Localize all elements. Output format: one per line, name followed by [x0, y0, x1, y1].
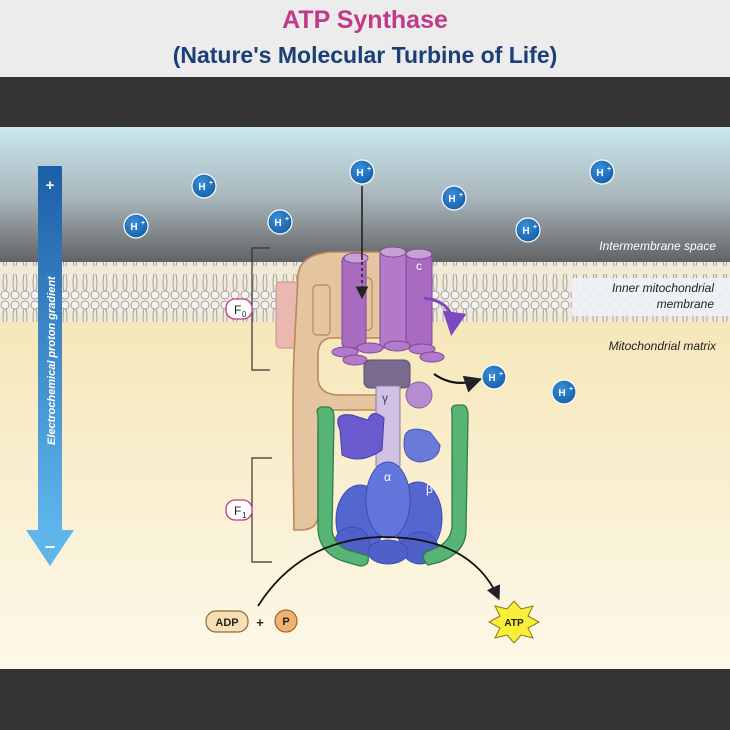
proton-symbol: H	[558, 388, 565, 399]
proton-ion: H+	[551, 379, 577, 405]
gradient-minus: −	[45, 537, 56, 557]
gradient-plus: +	[46, 177, 55, 194]
alpha-label: α	[384, 470, 391, 484]
proton-symbol: H	[596, 168, 603, 179]
intermembrane-space-label: Intermembrane space	[599, 239, 716, 253]
inner-membrane-label-2: membrane	[657, 297, 715, 311]
beta-label: β	[426, 482, 433, 496]
f1-label: F	[234, 504, 241, 518]
matrix-label: Mitochondrial matrix	[609, 339, 717, 353]
proton-ion: H+	[589, 159, 615, 185]
f0-label: F	[234, 303, 241, 317]
proton-ion: H+	[123, 213, 149, 239]
adp-label: ADP	[215, 617, 238, 629]
green-arms	[316, 404, 469, 567]
proton-charge: +	[285, 216, 289, 223]
atp-label: ATP	[504, 618, 524, 629]
inner-membrane-label-1: Inner mitochondrial	[612, 281, 714, 295]
gamma-label: γ	[382, 391, 388, 405]
synthesis-arrow	[257, 536, 501, 607]
proton-charge: +	[533, 224, 537, 231]
f0-subscript: 0	[242, 310, 247, 319]
phosphate-circle	[274, 609, 298, 633]
c-ring: c	[331, 246, 445, 366]
protons: H+H+H+H+H+H+H+H+H+	[123, 159, 615, 405]
proton-symbol: H	[522, 226, 529, 237]
title-area: ATP Synthase (Nature's Molecular Turbine…	[0, 0, 730, 77]
intermembrane-space-region	[0, 127, 730, 267]
f1-subscript: 1	[242, 511, 247, 520]
page-title: ATP Synthase	[282, 6, 448, 34]
f1-bracket: F 1	[225, 457, 272, 563]
f0-bracket: F 0	[225, 247, 270, 371]
c-subunit-label: c	[416, 259, 422, 273]
adp-pill	[205, 610, 249, 633]
adp-plus-p: ADP + P	[205, 609, 298, 633]
proton-ion: H+	[515, 217, 541, 243]
membrane-label-box	[572, 278, 730, 316]
plus-label: +	[256, 615, 264, 630]
proton-exit-arrow	[433, 373, 483, 393]
proton-symbol: H	[274, 218, 281, 229]
proton-charge: +	[569, 386, 573, 393]
proton-ion: H+	[191, 173, 217, 199]
rotation-arrow	[423, 296, 467, 336]
f1-head: α β	[333, 413, 443, 565]
proton-ion: H+	[349, 159, 375, 185]
atp-star: ATP	[487, 600, 541, 644]
proton-charge: +	[209, 180, 213, 187]
proton-symbol: H	[488, 373, 495, 384]
top-dark-band	[0, 77, 730, 127]
gradient-label: Electrochemical proton gradient	[46, 275, 58, 445]
phosphate-label: P	[282, 616, 289, 628]
proton-symbol: H	[198, 182, 205, 193]
proton-charge: +	[459, 192, 463, 199]
proton-symbol: H	[130, 222, 137, 233]
proton-ion: H+	[481, 364, 507, 390]
proton-symbol: H	[448, 194, 455, 205]
proton-symbol: H	[356, 168, 363, 179]
bottom-dark-band	[0, 669, 730, 730]
proton-charge: +	[499, 371, 503, 378]
page-subtitle: (Nature's Molecular Turbine of Life)	[172, 42, 558, 68]
proton-ion: H+	[441, 185, 467, 211]
atp-synthase-diagram: + − Electrochemical proton gradient F 0 …	[0, 127, 730, 669]
central-stalk-gamma: γ	[363, 359, 433, 467]
proton-ion: H+	[267, 209, 293, 235]
proton-charge: +	[141, 220, 145, 227]
proton-charge: +	[607, 166, 611, 173]
proton-gradient-arrow: + − Electrochemical proton gradient	[26, 166, 74, 566]
proton-charge: +	[367, 166, 371, 173]
